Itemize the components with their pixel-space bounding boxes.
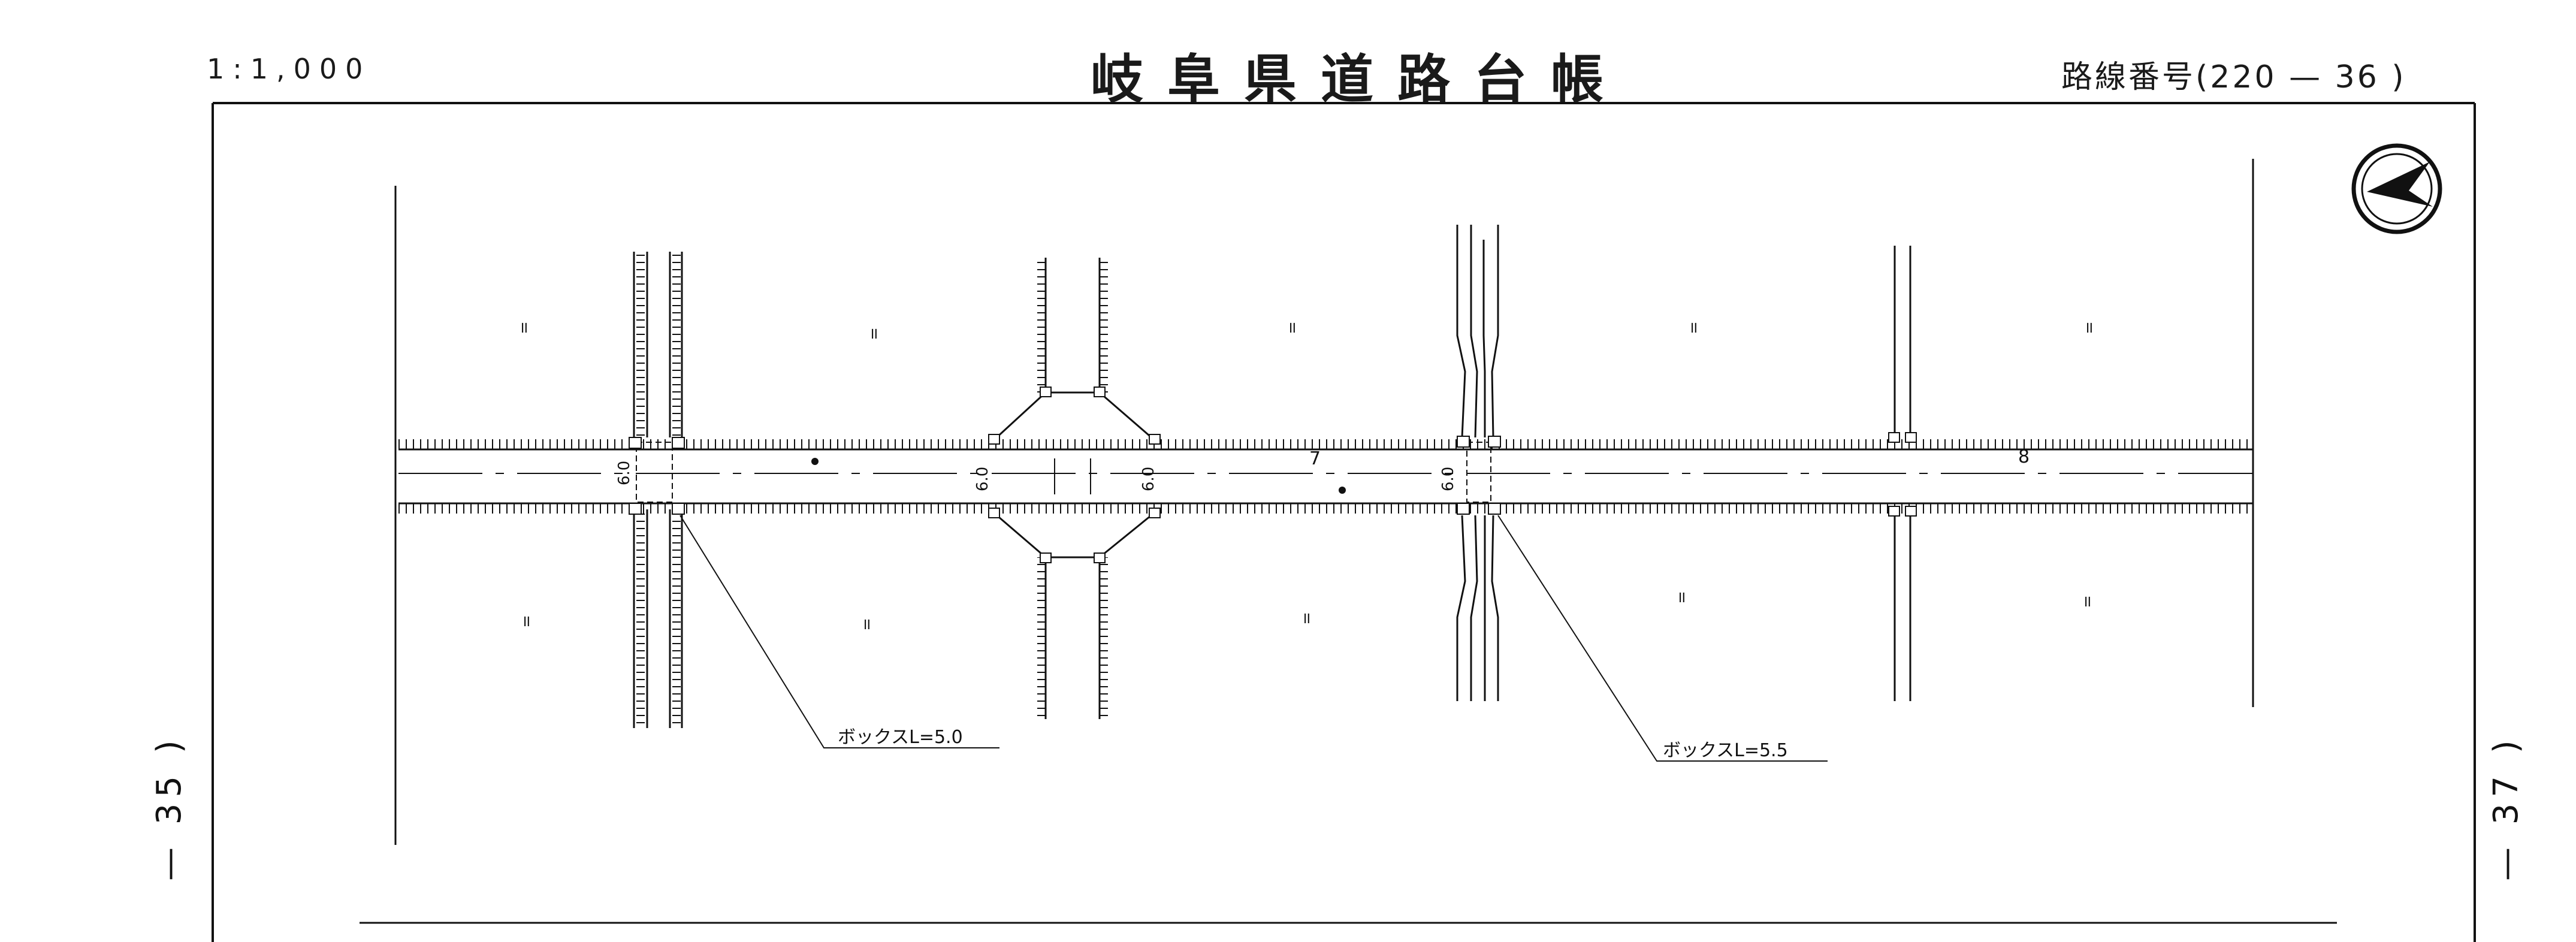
- land-use-mark: ॥: [1301, 609, 1311, 627]
- land-use-mark: ॥: [1287, 319, 1297, 337]
- station-label-8: 8: [2018, 446, 2030, 467]
- land-use-mark: ॥: [862, 615, 871, 633]
- side-road-a: [629, 252, 685, 728]
- side-road-d: [1888, 246, 1917, 701]
- route-value: (220 — 36 ): [2196, 59, 2406, 95]
- svg-text:ボックスL=5.0: ボックスL=5.0: [838, 727, 963, 748]
- land-use-mark: ॥: [1677, 588, 1686, 606]
- land-use-mark: ॥: [2082, 593, 2092, 611]
- map-scale: 1:1,000: [207, 53, 372, 85]
- land-use-mark: ॥: [2084, 319, 2094, 337]
- north-arrow-icon: [2351, 143, 2442, 234]
- land-use-mark: ॥: [1689, 319, 1698, 337]
- station-label-7: 7: [1309, 448, 1321, 469]
- road-width-label: 6.0: [615, 461, 633, 485]
- culvert-note-1: ボックスL=5.0: [680, 515, 999, 748]
- road-width-label: 6.0: [974, 467, 992, 491]
- utility-poles: [811, 458, 1346, 494]
- land-use-mark: ॥: [519, 319, 529, 337]
- intersection-b: [988, 258, 1161, 719]
- land-use-mark: ॥: [521, 612, 531, 630]
- land-use-marks: ॥ ॥ ॥ ॥ ॥ ॥ ॥ ॥ ॥ ॥: [519, 319, 2094, 633]
- road-width-label: 6.0: [1140, 467, 1158, 491]
- road-width-label: 6.0: [1439, 467, 1457, 491]
- page-title: 岐阜県道路台帳: [1091, 49, 1628, 110]
- route-number: 路線番号(220 — 36 ): [2061, 52, 2406, 96]
- main-road: [398, 439, 2253, 514]
- land-use-mark: ॥: [869, 325, 878, 343]
- svg-text:ボックスL=5.5: ボックスL=5.5: [1663, 740, 1788, 761]
- culvert-note-2: ボックスL=5.5: [1497, 515, 1828, 762]
- side-road-c: [1456, 225, 1501, 701]
- route-label: 路線番号: [2061, 59, 2196, 95]
